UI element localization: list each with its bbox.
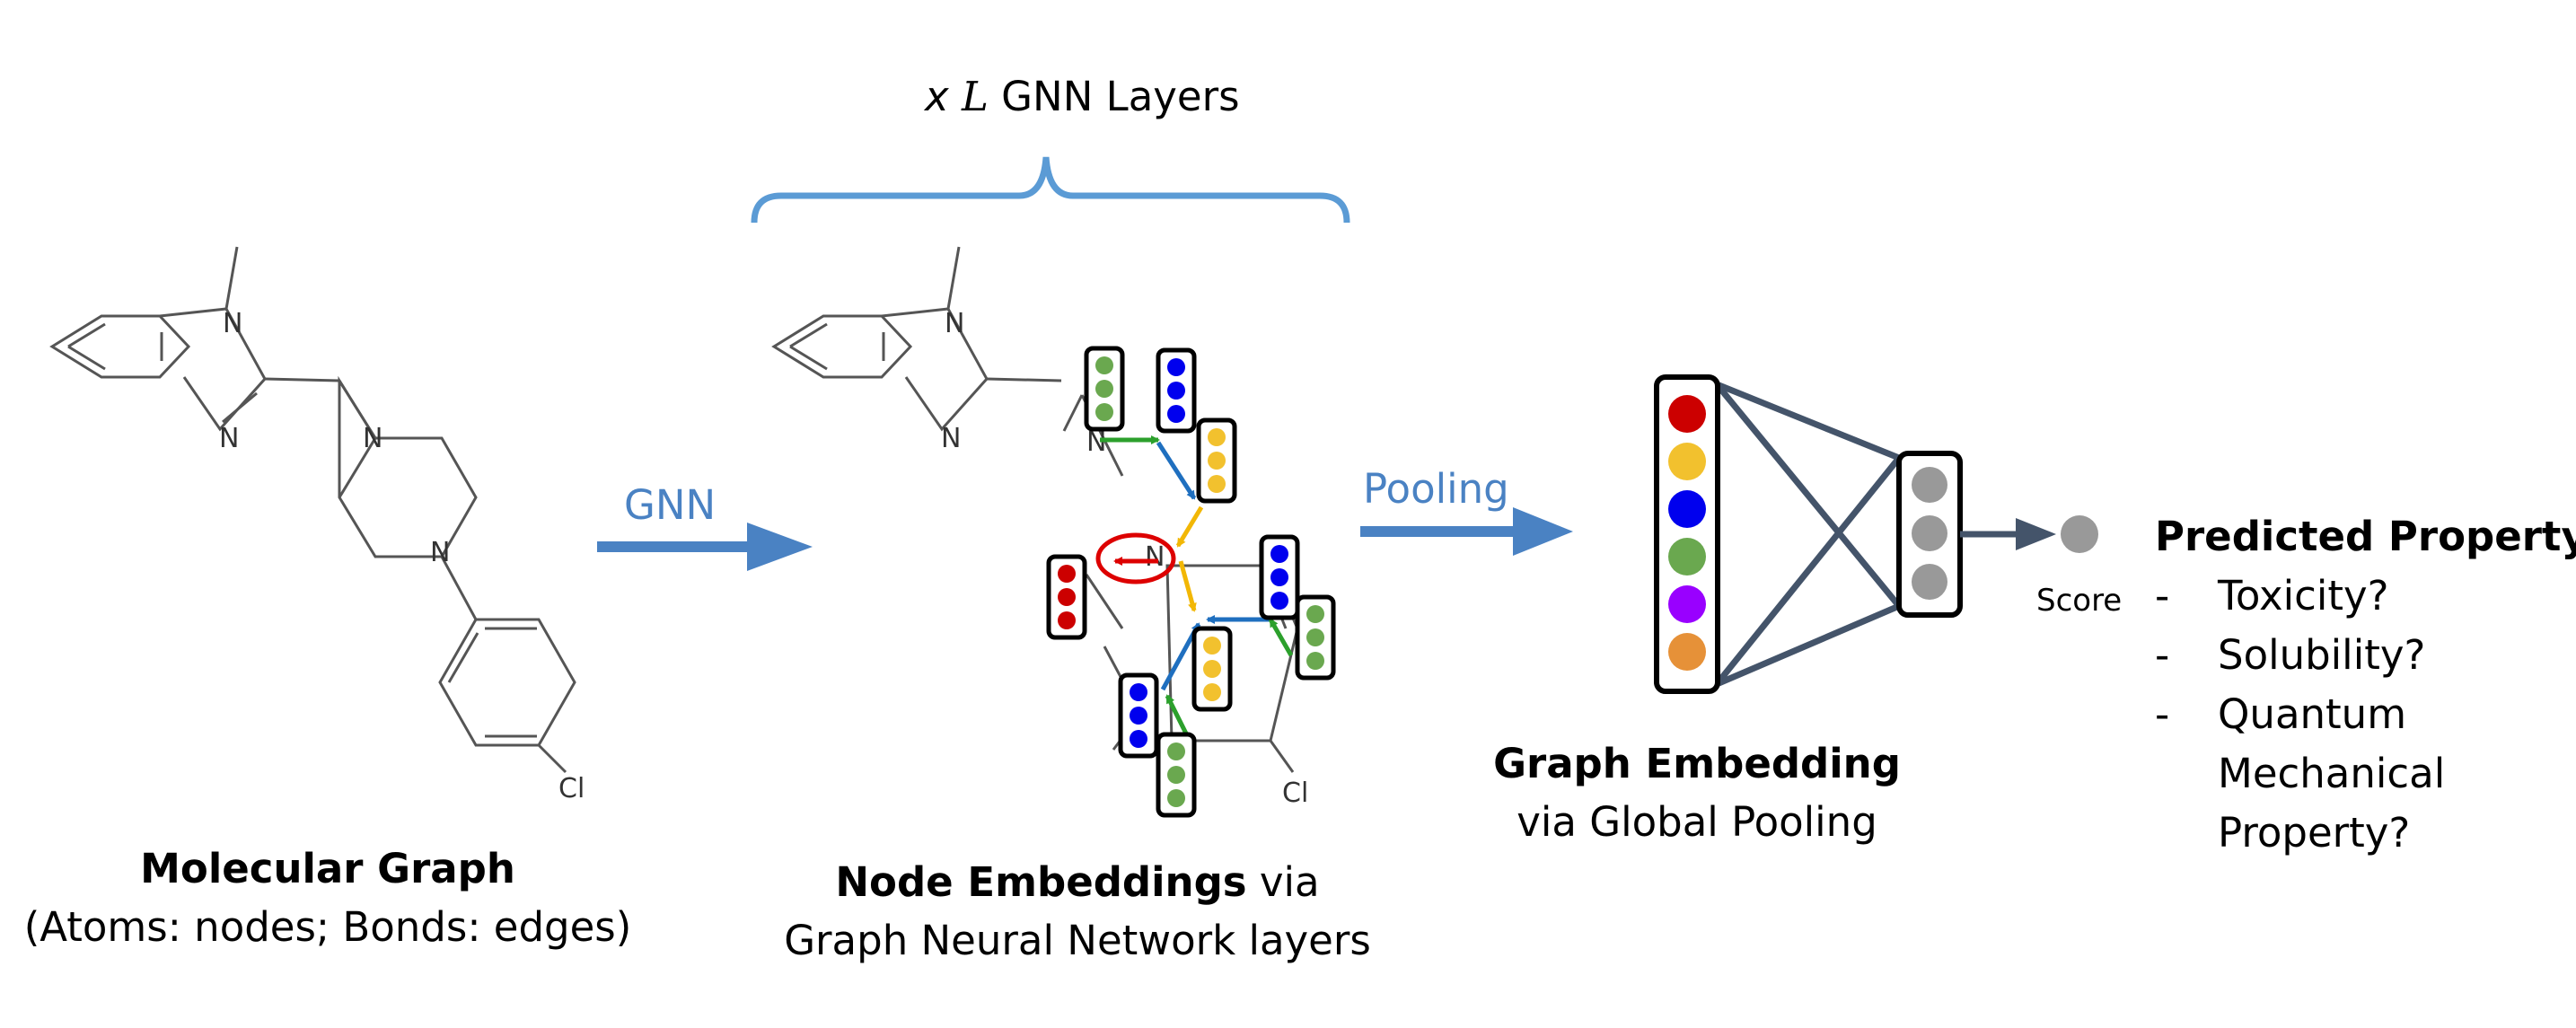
graph-embedding-vector bbox=[1654, 374, 1720, 694]
predicted-item: Property? bbox=[2155, 804, 2576, 863]
list-dash: - bbox=[2155, 690, 2170, 738]
predicted-property-block: Predicted Property -Toxicity? -Solubilit… bbox=[2155, 507, 2576, 863]
predicted-item-label: Toxicity? bbox=[2218, 572, 2389, 619]
pooling-arrow bbox=[1360, 507, 1573, 556]
atom-n-mid-3: N bbox=[1086, 426, 1106, 458]
atom-n-mid-1: N bbox=[945, 308, 964, 339]
embedding-vector-yellow-2 bbox=[1191, 626, 1233, 712]
predicted-item-label: Solubility? bbox=[2218, 631, 2426, 679]
node-embeddings-caption: Node Embeddings via Graph Neural Network… bbox=[754, 853, 1401, 971]
graph-embedding-subtitle: via Global Pooling bbox=[1517, 798, 1877, 847]
molecule-left bbox=[49, 246, 576, 774]
embedding-vector-yellow-1 bbox=[1196, 417, 1237, 504]
atom-cl-left: Cl bbox=[558, 773, 585, 804]
atom-cl-mid: Cl bbox=[1282, 778, 1308, 809]
predicted-item: -Solubility? bbox=[2155, 626, 2576, 685]
target-node-highlight bbox=[1095, 532, 1176, 584]
embedding-vector-green-1 bbox=[1084, 346, 1125, 432]
atom-n-left-1: N bbox=[223, 308, 242, 339]
score-label: Score bbox=[2036, 583, 2123, 619]
embedding-vector-green-2 bbox=[1295, 594, 1336, 681]
embedding-vector-red bbox=[1046, 554, 1087, 640]
gnn-arrow bbox=[597, 523, 813, 571]
atom-n-mid-4: N bbox=[1145, 541, 1165, 573]
predicted-item: Mechanical bbox=[2155, 744, 2576, 804]
list-dash: - bbox=[2155, 631, 2170, 679]
embedding-vector-blue-2 bbox=[1259, 534, 1300, 620]
gnn-layers-bracket bbox=[751, 156, 1350, 224]
predicted-item-label: Quantum bbox=[2218, 690, 2407, 738]
predicted-item: - Toxicity? bbox=[2155, 567, 2576, 626]
list-dash: - bbox=[2155, 572, 2170, 619]
atom-n-left-4: N bbox=[430, 537, 450, 568]
hidden-layer-vector bbox=[1896, 451, 1963, 618]
molecular-graph-caption: Molecular Graph (Atoms: nodes; Bonds: ed… bbox=[18, 839, 637, 957]
score-node bbox=[2061, 515, 2098, 553]
layers-text: GNN Layers bbox=[1001, 73, 1240, 120]
layers-x: x bbox=[925, 73, 949, 120]
predicted-item-label: Property? bbox=[2218, 809, 2411, 857]
molecular-graph-title: Molecular Graph bbox=[140, 845, 515, 892]
gnn-layers-label: x L GNN Layers bbox=[925, 67, 1240, 126]
embedding-vector-green-3 bbox=[1156, 732, 1197, 818]
predicted-item: -Quantum bbox=[2155, 685, 2576, 744]
graph-embedding-caption: Graph Embedding via Global Pooling bbox=[1473, 734, 1921, 852]
embedding-vector-blue-3 bbox=[1118, 672, 1159, 759]
layers-L: L bbox=[961, 73, 989, 120]
score-arrow bbox=[1960, 518, 2056, 550]
node-embeddings-subtitle: Graph Neural Network layers bbox=[784, 917, 1371, 965]
atom-n-left-2: N bbox=[219, 423, 239, 454]
gnn-arrow-label: GNN bbox=[624, 481, 717, 529]
pooling-arrow-label: Pooling bbox=[1363, 465, 1509, 513]
atom-n-mid-2: N bbox=[941, 423, 961, 454]
predicted-property-title: Predicted Property bbox=[2155, 513, 2576, 560]
molecular-graph-subtitle: (Atoms: nodes; Bonds: edges) bbox=[23, 903, 632, 952]
atom-n-left-3: N bbox=[363, 423, 382, 454]
embedding-vector-blue-1 bbox=[1156, 347, 1197, 434]
node-embeddings-title-suffix: via bbox=[1246, 858, 1320, 906]
mlp-connections bbox=[1714, 381, 1902, 688]
graph-embedding-title: Graph Embedding bbox=[1493, 740, 1901, 787]
predicted-item-label: Mechanical bbox=[2218, 750, 2446, 797]
node-embeddings-title: Node Embeddings bbox=[835, 858, 1247, 906]
